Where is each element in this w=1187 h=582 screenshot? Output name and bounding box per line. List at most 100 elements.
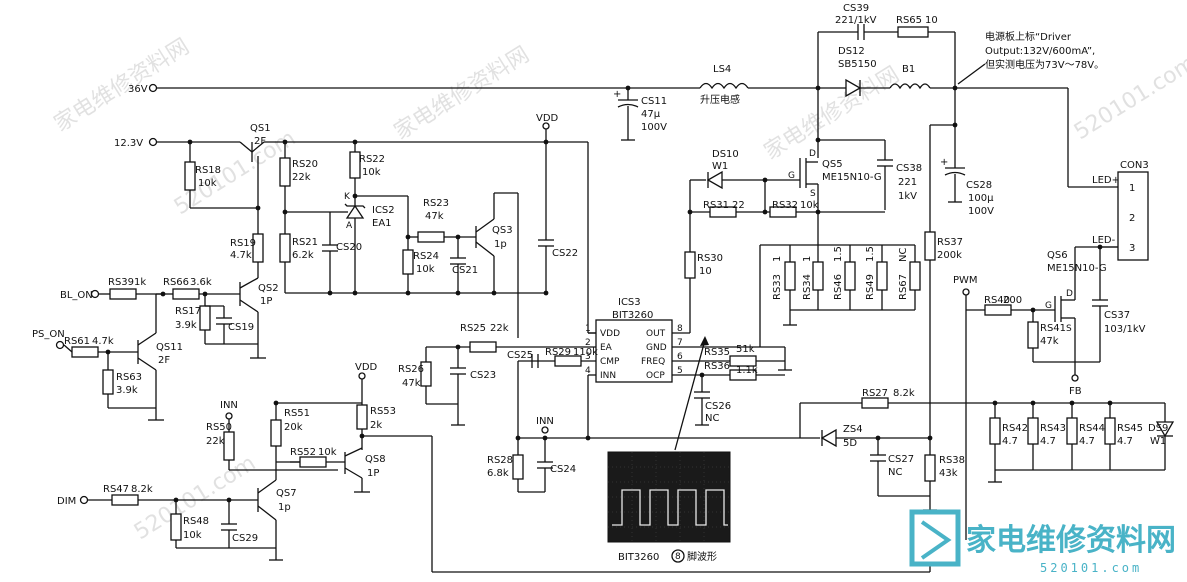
svg-text:10: 10 [925, 15, 938, 26]
svg-text:20k: 20k [284, 422, 303, 433]
svg-text:NC: NC [898, 248, 909, 262]
svg-text:47k: 47k [402, 378, 421, 389]
scope-waveform: BIT3260 8 脚波形 [607, 336, 731, 563]
svg-text:1p: 1p [278, 502, 291, 513]
svg-text:2k: 2k [370, 420, 382, 431]
feedback-regulator: RS20 22k RS21 6.2k CS20 RS22 10k K A ICS… [279, 139, 408, 293]
svg-text:8.2k: 8.2k [131, 484, 153, 495]
svg-text:LED-: LED- [1092, 235, 1116, 246]
sense-resistors: RS33 1 RS34 1 RS46 1.5 RS49 1.5 RS67 NC [759, 244, 921, 347]
svg-text:1p: 1p [494, 239, 507, 250]
svg-text:1: 1 [802, 256, 813, 262]
svg-text:22k: 22k [490, 323, 509, 334]
svg-text:RS66: RS66 [163, 277, 189, 288]
svg-text:RS52: RS52 [290, 447, 316, 458]
svg-text:3: 3 [585, 352, 591, 362]
svg-text:RS17: RS17 [175, 306, 201, 317]
svg-text:CS20: CS20 [336, 242, 362, 253]
svg-text:CS39: CS39 [843, 3, 869, 14]
svg-text:QS5: QS5 [822, 159, 843, 170]
svg-text:RS18: RS18 [195, 165, 221, 176]
svg-text:RS53: RS53 [370, 406, 396, 417]
svg-text:VDD: VDD [600, 329, 620, 339]
svg-text:4: 4 [585, 366, 591, 376]
svg-text:脚波形: 脚波形 [687, 550, 717, 563]
svg-text:10k: 10k [362, 167, 381, 178]
svg-text:47k: 47k [425, 211, 444, 222]
net-label-36v: 36V [128, 84, 148, 95]
svg-text:CS25: CS25 [507, 350, 533, 361]
svg-text:RS31: RS31 [703, 200, 729, 211]
dimming-switch-qs6: PWM RS40 200 RS41 47k FB G D S QS6 ME15N… [953, 244, 1146, 397]
svg-text:51k: 51k [736, 344, 755, 355]
logo-url: 520101.com [1040, 561, 1142, 575]
svg-text:RS45: RS45 [1117, 423, 1143, 434]
svg-text:3.9k: 3.9k [175, 320, 197, 331]
svg-text:QS7: QS7 [276, 488, 297, 499]
inductor-ls4 [699, 82, 749, 90]
svg-text:PS_ON: PS_ON [32, 329, 65, 340]
rail-36v: 36V LS4 升压电感 [128, 64, 830, 106]
svg-text:OCP: OCP [646, 371, 665, 381]
dim-circuit: INN RS50 22k RS51 20k VDD RS53 2k RS52 1… [57, 362, 931, 573]
svg-text:6.8k: 6.8k [487, 468, 509, 479]
terminal-36v [148, 83, 158, 93]
svg-text:K: K [344, 192, 351, 202]
ic-bit3260 [595, 319, 673, 383]
soft-start-qs3: RS24 10k RS23 47k CS21 QS3 1p CS22 VDD [285, 113, 596, 338]
svg-text:QS2: QS2 [258, 283, 279, 294]
svg-text:RS29: RS29 [545, 347, 571, 358]
svg-text:4.7: 4.7 [1079, 436, 1095, 447]
svg-text:1.5: 1.5 [865, 246, 876, 262]
protection-network: RS27 8.2k ZS4 5D CS27 NC RS38 43k RS42 4… [799, 310, 1175, 540]
svg-text:RS20: RS20 [292, 159, 318, 170]
svg-text:RS22: RS22 [359, 154, 385, 165]
svg-text:1.1k: 1.1k [736, 365, 758, 376]
svg-text:103/1kV: 103/1kV [1104, 324, 1146, 335]
svg-text:10: 10 [699, 266, 712, 277]
svg-text:CS22: CS22 [552, 248, 578, 259]
svg-text:4.7k: 4.7k [92, 336, 114, 347]
svg-text:2F: 2F [158, 355, 170, 366]
svg-text:3: 3 [1129, 243, 1135, 254]
svg-text:RS39: RS39 [108, 277, 134, 288]
svg-text:QS1: QS1 [250, 123, 271, 134]
svg-text:+: + [613, 89, 621, 100]
svg-text:10k: 10k [198, 178, 217, 189]
svg-text:10k: 10k [318, 447, 337, 458]
inn-network: INN RS28 6.8k CS24 [487, 361, 800, 493]
svg-text:RS30: RS30 [697, 253, 723, 264]
svg-text:200: 200 [1003, 295, 1022, 306]
svg-text:BL_ON: BL_ON [60, 290, 93, 301]
connector-con3: CON3 1 2 3 LED- [1092, 160, 1149, 261]
logo-text: 家电维修资料网 [966, 523, 1176, 558]
svg-text:B1: B1 [902, 64, 915, 75]
svg-text:RS61: RS61 [64, 336, 90, 347]
svg-text:ICS2: ICS2 [372, 205, 395, 216]
capacitor-cs11: + CS11 47μ 100V [613, 88, 667, 141]
svg-text:RS35: RS35 [704, 347, 730, 358]
svg-text:110k: 110k [573, 347, 598, 358]
svg-text:DS10: DS10 [712, 149, 739, 160]
svg-text:Output:132V/600mA”,: Output:132V/600mA”, [985, 46, 1095, 57]
ls4-ref: LS4 [713, 64, 731, 75]
svg-text:DIM: DIM [57, 496, 76, 507]
svg-text:RS67: RS67 [898, 274, 909, 300]
output-divider: + CS28 100μ 100V RS37 200k [924, 88, 994, 455]
svg-text:+: + [940, 157, 948, 168]
svg-text:RS33: RS33 [772, 274, 783, 300]
svg-text:10k: 10k [183, 530, 202, 541]
svg-text:RS41: RS41 [1040, 323, 1066, 334]
svg-text:12.3V: 12.3V [114, 138, 143, 149]
svg-text:221: 221 [898, 177, 917, 188]
svg-text:22k: 22k [292, 172, 311, 183]
svg-text:2: 2 [1129, 213, 1135, 224]
svg-text:4.7k: 4.7k [230, 250, 252, 261]
svg-text:FREQ: FREQ [641, 357, 665, 367]
svg-text:5D: 5D [843, 438, 857, 449]
svg-text:INN: INN [220, 400, 238, 411]
svg-text:2: 2 [585, 338, 591, 348]
svg-text:6.2k: 6.2k [292, 250, 314, 261]
svg-text:8: 8 [677, 324, 683, 334]
